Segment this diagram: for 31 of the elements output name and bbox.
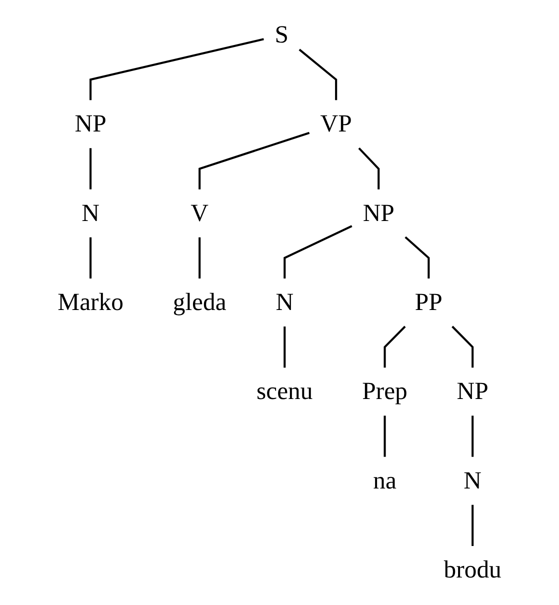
connector	[384, 326, 406, 368]
connector	[384, 416, 386, 457]
node-text: gleda	[172, 288, 226, 316]
node-text: S	[274, 20, 288, 48]
connector	[90, 38, 264, 100]
connector	[284, 225, 352, 278]
node-text: NP	[362, 198, 394, 226]
connector	[452, 326, 474, 368]
node-text: NP	[74, 110, 106, 138]
connector	[90, 237, 92, 278]
connector	[472, 504, 474, 546]
connector	[198, 132, 310, 190]
connector	[404, 236, 430, 278]
node-text: brodu	[444, 556, 502, 584]
node-text: N	[82, 198, 100, 226]
connector	[90, 148, 92, 190]
connector	[198, 237, 201, 278]
node-text: N	[276, 288, 294, 316]
node-text: na	[373, 466, 396, 494]
node-text: N	[464, 466, 482, 494]
node-text: V	[190, 198, 209, 226]
node-text: scenu	[256, 377, 313, 405]
node-text: Prep	[362, 377, 408, 405]
connector	[358, 147, 380, 190]
connector	[472, 416, 474, 457]
connector	[284, 326, 286, 368]
connector	[298, 48, 338, 100]
node-text: VP	[320, 110, 352, 138]
node-text: NP	[456, 377, 488, 405]
node-text: PP	[414, 288, 442, 316]
node-text: Marko	[58, 288, 124, 316]
